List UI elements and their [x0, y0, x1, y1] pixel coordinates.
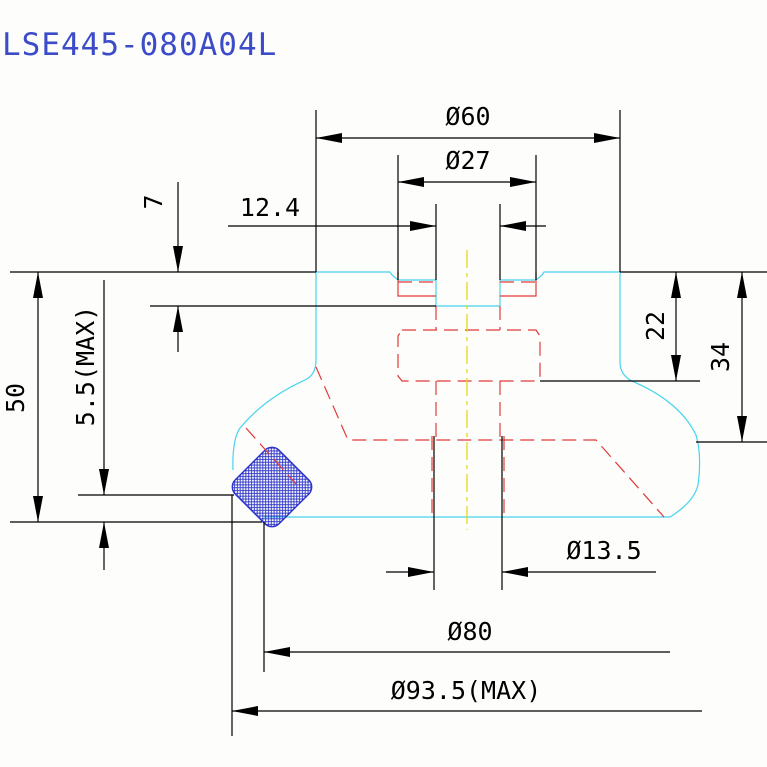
- seal-ring-hatch: [231, 446, 313, 528]
- dim-34: 34: [706, 342, 735, 372]
- dim-diameter-60: Ø60: [445, 102, 490, 131]
- dim-diameter-93-5-max: Ø93.5(MAX): [391, 676, 542, 705]
- dim-diameter-80: Ø80: [447, 617, 492, 646]
- dim-50: 50: [1, 383, 30, 413]
- dim-7: 7: [139, 194, 168, 209]
- dimension-lines: [10, 110, 767, 736]
- dim-diameter-27: Ø27: [445, 146, 490, 175]
- dimension-labels: Ø60 Ø27 12.4 7 5.5(MAX) 50 22 34 Ø13.5 Ø…: [1, 102, 735, 705]
- dim-5-5-max: 5.5(MAX): [71, 306, 100, 426]
- dim-12-4: 12.4: [240, 193, 300, 222]
- dim-diameter-13-5: Ø13.5: [566, 536, 641, 565]
- part-outline: [232, 271, 701, 518]
- drawing-title: LSE445-080A04L: [2, 27, 278, 63]
- dim-22: 22: [641, 311, 670, 341]
